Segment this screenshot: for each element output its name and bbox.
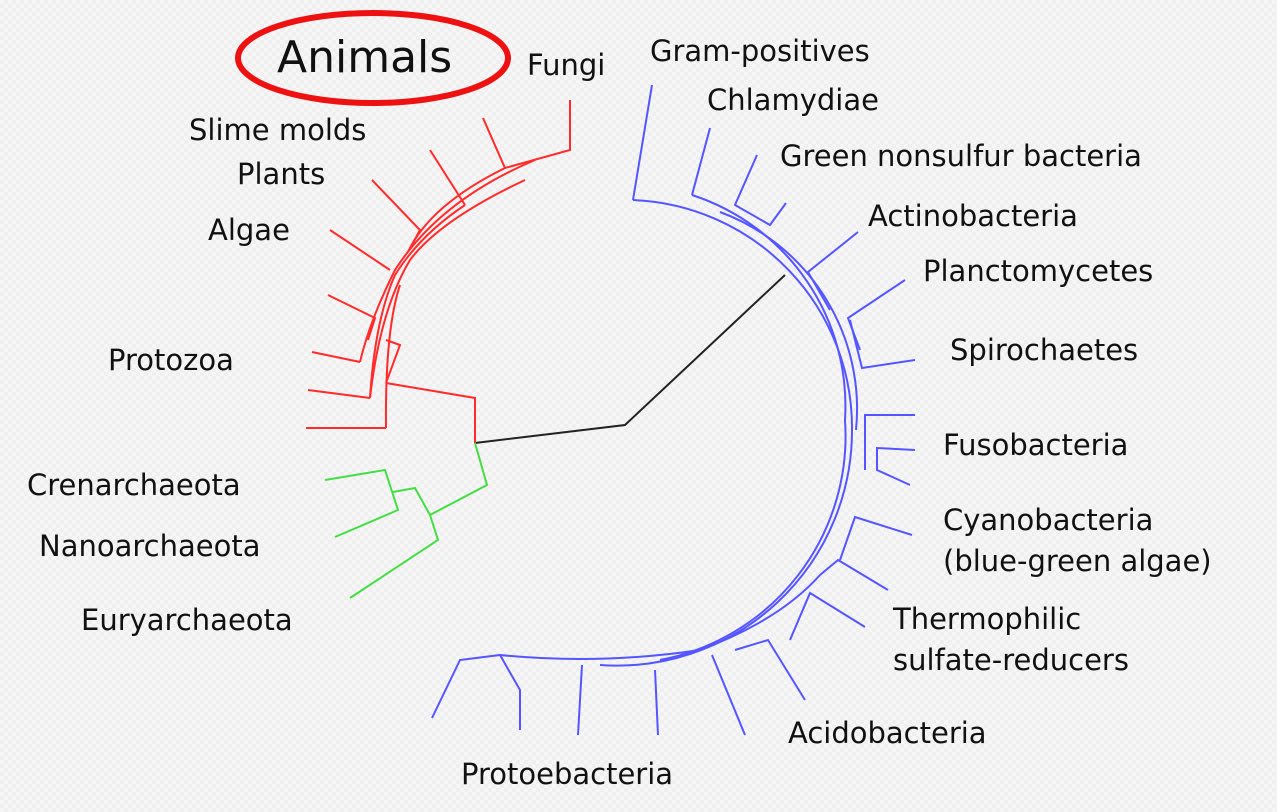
label-plants: Plants [237, 157, 326, 191]
label-crenarchaeota: Crenarchaeota [27, 468, 241, 502]
label-fungi: Fungi [527, 48, 606, 82]
bacteria-branches [431, 84, 916, 736]
label-actinobacteria: Actinobacteria [868, 199, 1078, 233]
root-branches [474, 274, 786, 444]
label-chlamydiae: Chlamydiae [707, 83, 879, 117]
label-algae: Algae [208, 213, 290, 247]
label-blue-green-algae: (blue-green algae) [943, 544, 1212, 578]
label-gram-positives: Gram-positives [650, 34, 870, 68]
label-planctomycetes: Planctomycetes [923, 254, 1154, 288]
label-slime-molds: Slime molds [189, 113, 367, 147]
animals-highlight-ellipse [235, 10, 511, 106]
label-green-nonsulfur-bacteria: Green nonsulfur bacteria [780, 139, 1142, 173]
label-euryarchaeota: Euryarchaeota [81, 603, 293, 637]
label-spirochaetes: Spirochaetes [950, 333, 1139, 367]
archaea-branches [324, 442, 489, 599]
label-protoebacteria: Protoebacteria [461, 757, 674, 791]
label-protozoa: Protozoa [108, 343, 234, 377]
label-acidobacteria: Acidobacteria [788, 716, 987, 750]
animals-label: Animals [277, 32, 453, 83]
eukaryote-branches [306, 100, 571, 443]
label-nanoarchaeota: Nanoarchaeota [39, 529, 261, 563]
label-cyanobacteria: Cyanobacteria [943, 503, 1154, 537]
label-fusobacteria: Fusobacteria [943, 428, 1129, 462]
label-thermophilic: Thermophilic [893, 602, 1082, 636]
label-sulfate-reducers: sulfate-reducers [893, 643, 1129, 677]
